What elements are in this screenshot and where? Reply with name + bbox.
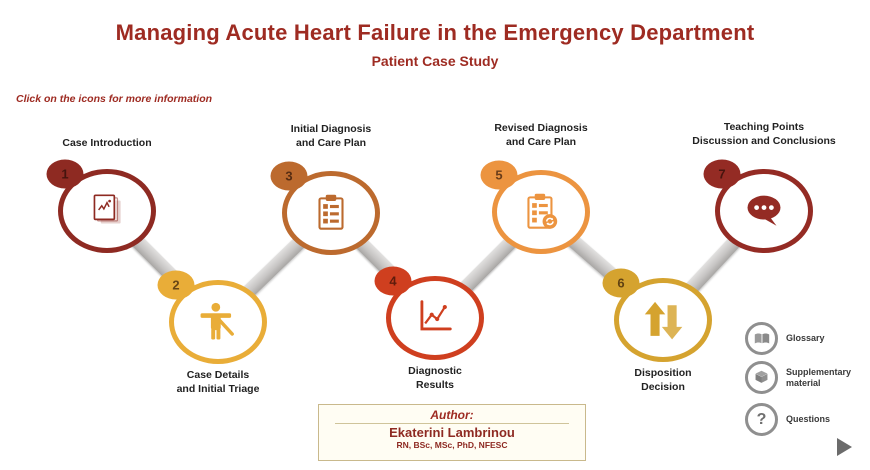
documents-icon — [93, 194, 121, 224]
step-number-badge: 4 — [374, 266, 412, 296]
step-circle-revised-diagnosis[interactable] — [492, 170, 590, 254]
step-number-badge: 7 — [703, 159, 741, 189]
clipboard-revise-icon — [527, 193, 558, 229]
author-box: Author: Ekaterini Lambrinou RN, BSc, MSc… — [318, 404, 586, 461]
step-circle-case-details-triage[interactable] — [169, 280, 267, 364]
page-subtitle: Patient Case Study — [371, 53, 499, 69]
supplementary-material-label: Supplementary material — [786, 367, 852, 388]
line-chart-icon — [420, 300, 452, 331]
glossary-label: Glossary — [786, 333, 825, 344]
page-title: Managing Acute Heart Failure in the Emer… — [115, 20, 755, 45]
cube-icon — [745, 361, 778, 394]
questions-button[interactable]: ? Questions — [745, 403, 830, 436]
step-number-badge: 3 — [270, 161, 308, 191]
up-down-arrows-icon — [644, 301, 683, 340]
step-number-badge: 2 — [157, 270, 195, 300]
step-number-badge: 5 — [480, 160, 518, 190]
step-label: Case Introduction — [62, 137, 152, 149]
step-circle-case-introduction[interactable] — [58, 169, 156, 253]
supplementary-material-button[interactable]: Supplementary material — [745, 361, 866, 394]
step-circle-diagnostic-results[interactable] — [386, 276, 484, 360]
step-circle-teaching-points[interactable] — [715, 169, 813, 253]
step-number-badge: 6 — [602, 268, 640, 298]
author-credentials: RN, BSc, MSc, PhD, NFESC — [396, 440, 508, 450]
author-name: Ekaterini Lambrinou — [389, 425, 515, 440]
step-number-badge: 1 — [46, 159, 84, 189]
glossary-button[interactable]: Glossary — [745, 322, 825, 355]
clipboard-checklist-icon — [318, 194, 344, 230]
speech-bubble-icon — [747, 195, 781, 226]
book-icon — [745, 322, 778, 355]
next-arrow-icon[interactable] — [837, 438, 852, 456]
questions-label: Questions — [786, 414, 831, 425]
author-heading: Author: — [430, 408, 474, 422]
author-divider — [334, 423, 570, 424]
patient-icon — [200, 302, 234, 340]
question-mark-icon: ? — [745, 403, 778, 436]
instruction-text: Click on the icons for more information — [16, 93, 213, 105]
